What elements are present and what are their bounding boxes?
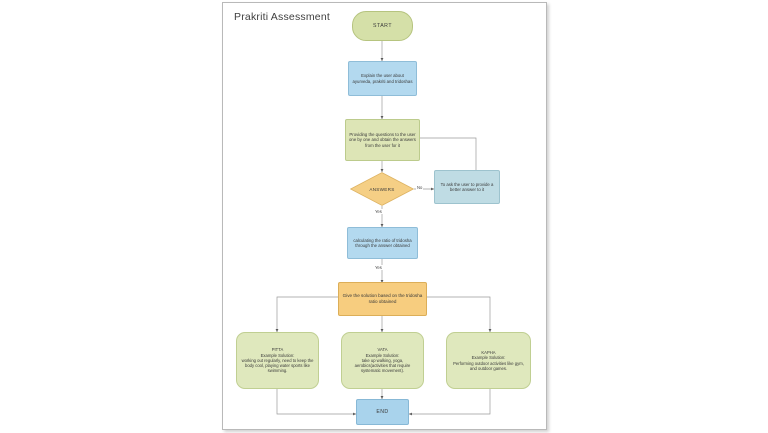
edge-label-no: No bbox=[416, 185, 424, 190]
node-pitta-subtitle: Example Solution: bbox=[260, 352, 295, 358]
node-pitta[interactable]: PITTA Example Solution: working out regu… bbox=[236, 332, 319, 389]
node-end[interactable]: END bbox=[356, 399, 409, 425]
node-kapha[interactable]: KAPHA Example Solution: Performing outdo… bbox=[446, 332, 531, 389]
node-vata-body: take up walking, yoga, aerobics(activiti… bbox=[354, 357, 411, 374]
node-answers-decision[interactable]: ANSWERS bbox=[350, 172, 414, 206]
node-provide-questions[interactable]: Providing the questions to the user one … bbox=[345, 119, 420, 161]
node-pitta-body: working out regularly, need to keep the … bbox=[241, 357, 314, 374]
diagram-frame: Prakriti Assessment bbox=[222, 2, 547, 430]
node-vata-subtitle: Example Solution: bbox=[365, 352, 400, 358]
edge-label-yes-answers: Yes bbox=[374, 209, 383, 214]
edge-label-yes-calculate: Yes bbox=[374, 265, 383, 270]
node-ask-better-answer[interactable]: To ask the user to provide a better answ… bbox=[434, 170, 500, 204]
edge-pitta-to-end bbox=[276, 389, 357, 416]
node-start[interactable]: START bbox=[352, 11, 413, 41]
node-vata-title: VATA bbox=[377, 347, 388, 353]
node-kapha-body: Performing outdoor activities like gym, … bbox=[453, 360, 524, 371]
page-title: Prakriti Assessment bbox=[234, 11, 330, 23]
edge-kapha-to-end bbox=[408, 389, 491, 416]
node-answers-label: ANSWERS bbox=[369, 186, 395, 192]
node-pitta-title: PITTA bbox=[271, 347, 284, 353]
node-calculate-ratio[interactable]: calculating the ratio of tridosha throug… bbox=[347, 227, 418, 259]
node-kapha-subtitle: Example Solution: bbox=[471, 355, 506, 361]
edge-better-to-questions bbox=[413, 136, 477, 170]
node-kapha-title: KAPHA bbox=[481, 350, 496, 355]
node-give-solution[interactable]: Give the solution based on the tridosha … bbox=[338, 282, 427, 316]
node-explain-concepts[interactable]: Explain the user about ayurveda, prakrit… bbox=[348, 61, 417, 96]
flowchart: Prakriti Assessment bbox=[223, 3, 548, 431]
decision-diamond-shape bbox=[350, 172, 414, 206]
node-vata[interactable]: VATA Example Solution: take up walking, … bbox=[341, 332, 424, 389]
